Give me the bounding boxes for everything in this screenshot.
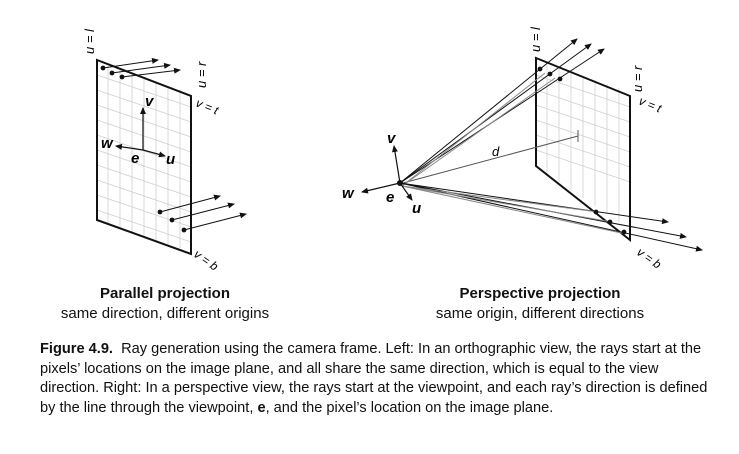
- label-v-eq-t: v = t: [194, 96, 221, 118]
- caption-text-part-2: , and the pixel’s location on the image …: [265, 399, 554, 416]
- caption-figure-label: Figure 4.9.: [40, 341, 113, 357]
- camera-frame-axes-left: [115, 107, 166, 158]
- distance-label-d: d: [492, 144, 500, 159]
- label-v-eq-b: v = b: [191, 247, 221, 274]
- parallel-projection-subtitle: same direction, different origins: [60, 305, 270, 322]
- camera-frame-axes-right: [361, 145, 413, 201]
- label-u-eq-l: u = l: [528, 26, 543, 52]
- label-v-eq-t: v = t: [637, 94, 664, 116]
- figure-caption: Figure 4.9. Ray generation using the cam…: [40, 340, 720, 418]
- caption-text-part-1: Ray generation using the camera frame. L…: [40, 341, 708, 416]
- caption-bold-e: e: [257, 399, 266, 416]
- origin-label-e: e: [131, 150, 139, 167]
- axis-label-w: w: [342, 185, 355, 202]
- axis-label-u: u: [412, 200, 421, 217]
- perspective-projection-title: Perspective projection: [459, 285, 621, 302]
- figure-4-9: u = l u = r v = t v = b v w e u: [82, 26, 703, 274]
- image-plane-grid: [96, 66, 192, 248]
- label-v-eq-b: v = b: [634, 245, 664, 272]
- pixel-dots-left: [100, 65, 187, 233]
- axis-label-v: v: [145, 93, 155, 110]
- parallel-projection-diagram: u = l u = r v = t v = b v w e u: [82, 28, 247, 274]
- image-plane-frame: [96, 58, 192, 256]
- perspective-rays-bottom-shadow: [401, 185, 627, 235]
- axis-label-v: v: [387, 130, 397, 147]
- label-u-eq-r: u = r: [630, 65, 645, 92]
- axis-label-u: u: [166, 151, 175, 168]
- perspective-rays-top: [399, 38, 605, 184]
- figure-diagram: u = l u = r v = t v = b v w e u: [82, 26, 703, 274]
- perspective-rays-top-shadow: [401, 72, 556, 187]
- parallel-rays-bottom: [159, 194, 247, 231]
- label-u-eq-l: u = l: [82, 28, 97, 54]
- origin-label-e: e: [386, 189, 394, 206]
- parallel-projection-title: Parallel projection: [99, 285, 231, 302]
- label-u-eq-r: u = r: [194, 61, 209, 88]
- pixel-dots-right: [537, 66, 627, 235]
- perspective-projection-subtitle: same origin, different directions: [435, 305, 645, 322]
- axis-label-w: w: [101, 135, 114, 152]
- parallel-rays-top: [102, 57, 181, 78]
- focal-distance-line: [402, 130, 579, 184]
- perspective-projection-diagram: d: [342, 26, 703, 272]
- image-plane-frame: [535, 56, 631, 243]
